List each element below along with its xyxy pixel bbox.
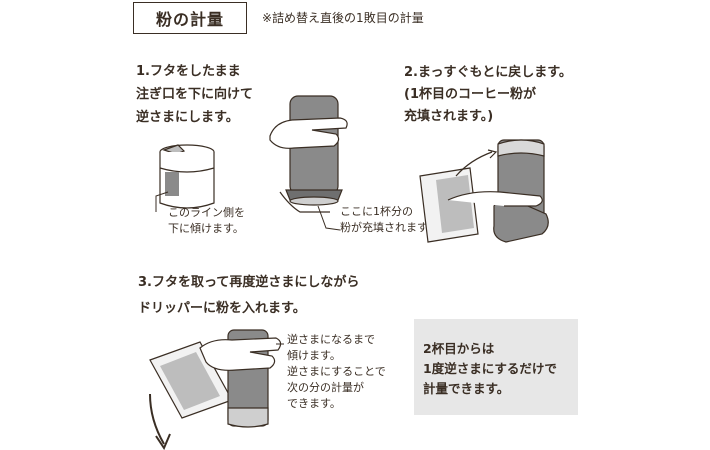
caption-pointer (155, 191, 169, 212)
step2-caption: ここに1杯分の 粉が充填されます。 (340, 205, 438, 234)
upright-canister-hand-icon (419, 139, 549, 243)
info-text: 2杯目からは 1度逆さまにするだけで 計量できます。 (423, 341, 557, 396)
step3-caption: 逆さまになるまで 傾けます。 逆さまにすることで 次の分の計量が できます。 (287, 333, 386, 410)
caption-pointer (317, 205, 341, 231)
step3-instruction: 3.フタを取って再度逆さまにしながら ドリッパーに粉を入れます。 (138, 275, 360, 316)
canister-icon (159, 144, 215, 209)
pour-arrow (149, 393, 165, 445)
step2-instruction: 2.まっすぐもとに戻します。 (1杯目のコーヒー粉が 充填されます。) (404, 65, 572, 124)
info-box (414, 319, 578, 415)
step1-caption: このライン側を 下に傾けます。 (168, 206, 245, 235)
section-title: 粉の計量 (133, 2, 247, 34)
pour-arrow-head (155, 433, 171, 450)
inverted-canister-hand-icon (269, 95, 348, 213)
step1-instruction: 1.フタをしたまま 注ぎ口を下に向けて 逆さまにします。 (136, 64, 254, 125)
pouring-canister-hand-icon (149, 329, 282, 428)
header-note: ※詰め替え直後の1敗目の計量 (262, 11, 424, 25)
